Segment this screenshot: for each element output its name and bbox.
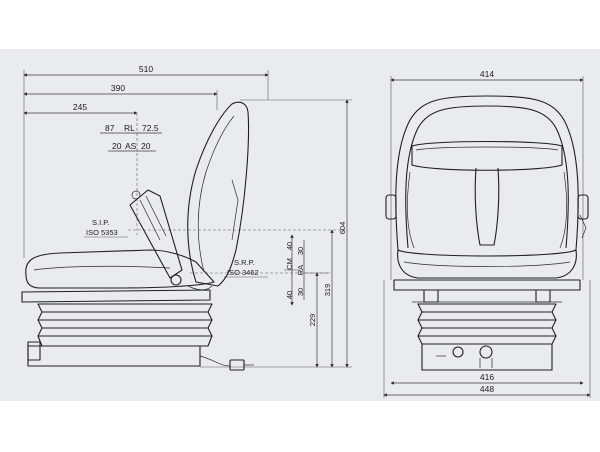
backrest-side [187, 101, 250, 287]
bellows-front [417, 303, 557, 345]
dim-top-width: 414 [390, 69, 584, 280]
srp-standard: ISO 3462 [227, 268, 259, 277]
as-offset-value: 20 [112, 141, 122, 151]
cm-label: CM [285, 258, 294, 270]
srp-title: S.R.P. [234, 258, 255, 267]
cushion-front [397, 249, 577, 279]
ra-down-value: 30 [296, 288, 305, 296]
seat-slide-adjustment: 20 AS 20 [108, 141, 156, 152]
seat-side-outline [21, 101, 254, 371]
cm-down-value: 40 [285, 291, 294, 299]
ra-label: RA [296, 265, 305, 275]
as-value: 20 [141, 141, 151, 151]
dim-base-width: 416 [390, 372, 584, 385]
dim-overall-width: 448 [383, 280, 591, 398]
drawing-sheet [0, 49, 600, 401]
bellows-side [37, 303, 213, 347]
dim-sip-to-front-label: 245 [73, 102, 87, 112]
sip-standard: ISO 5353 [86, 228, 118, 237]
dim-overall-height-label: 604 [338, 222, 347, 235]
dim-srp-height-label: 319 [323, 284, 332, 297]
dim-backrest-to-front-label: 390 [111, 83, 125, 93]
dim-overall-length: 510 [23, 64, 269, 258]
dim-overall-height: 604 [200, 99, 352, 368]
side-view: 510 390 245 87 RL 72.5 20 AS 20 [21, 64, 352, 371]
dim-base-height: 229 [300, 272, 330, 368]
as-label: AS [125, 141, 137, 151]
backrest-front [395, 95, 579, 251]
height-adjustments: 40 CM 40 30 RA 30 [284, 234, 305, 306]
suspension-column [129, 189, 183, 279]
seat-front-outline [385, 95, 589, 371]
cm-up-value: 40 [285, 242, 294, 250]
rl-value: 72.5 [142, 123, 159, 133]
srp-reference: S.R.P. ISO 3462 [190, 258, 330, 278]
dim-overall-width-label: 448 [480, 384, 494, 394]
cushion-side [25, 249, 215, 289]
dim-srp-height: 319 [323, 229, 334, 368]
ra-up-value: 30 [296, 247, 305, 255]
dim-base-height-label: 229 [308, 314, 317, 327]
dim-sip-to-front: 245 [23, 102, 138, 235]
tilt-rl-value: 87 [105, 123, 115, 133]
sip-title: S.I.P. [92, 218, 109, 227]
dim-top-width-label: 414 [480, 69, 494, 79]
sip-reference: S.I.P. ISO 5353 [84, 218, 345, 238]
rl-label: RL [124, 123, 135, 133]
dim-overall-length-label: 510 [139, 64, 153, 74]
front-view: 414 416 448 [383, 69, 591, 398]
dim-base-width-label: 416 [480, 372, 494, 382]
dim-backrest-to-front: 390 [23, 83, 218, 110]
backrest-tilt-adjustment: 87 RL 72.5 [100, 123, 162, 134]
